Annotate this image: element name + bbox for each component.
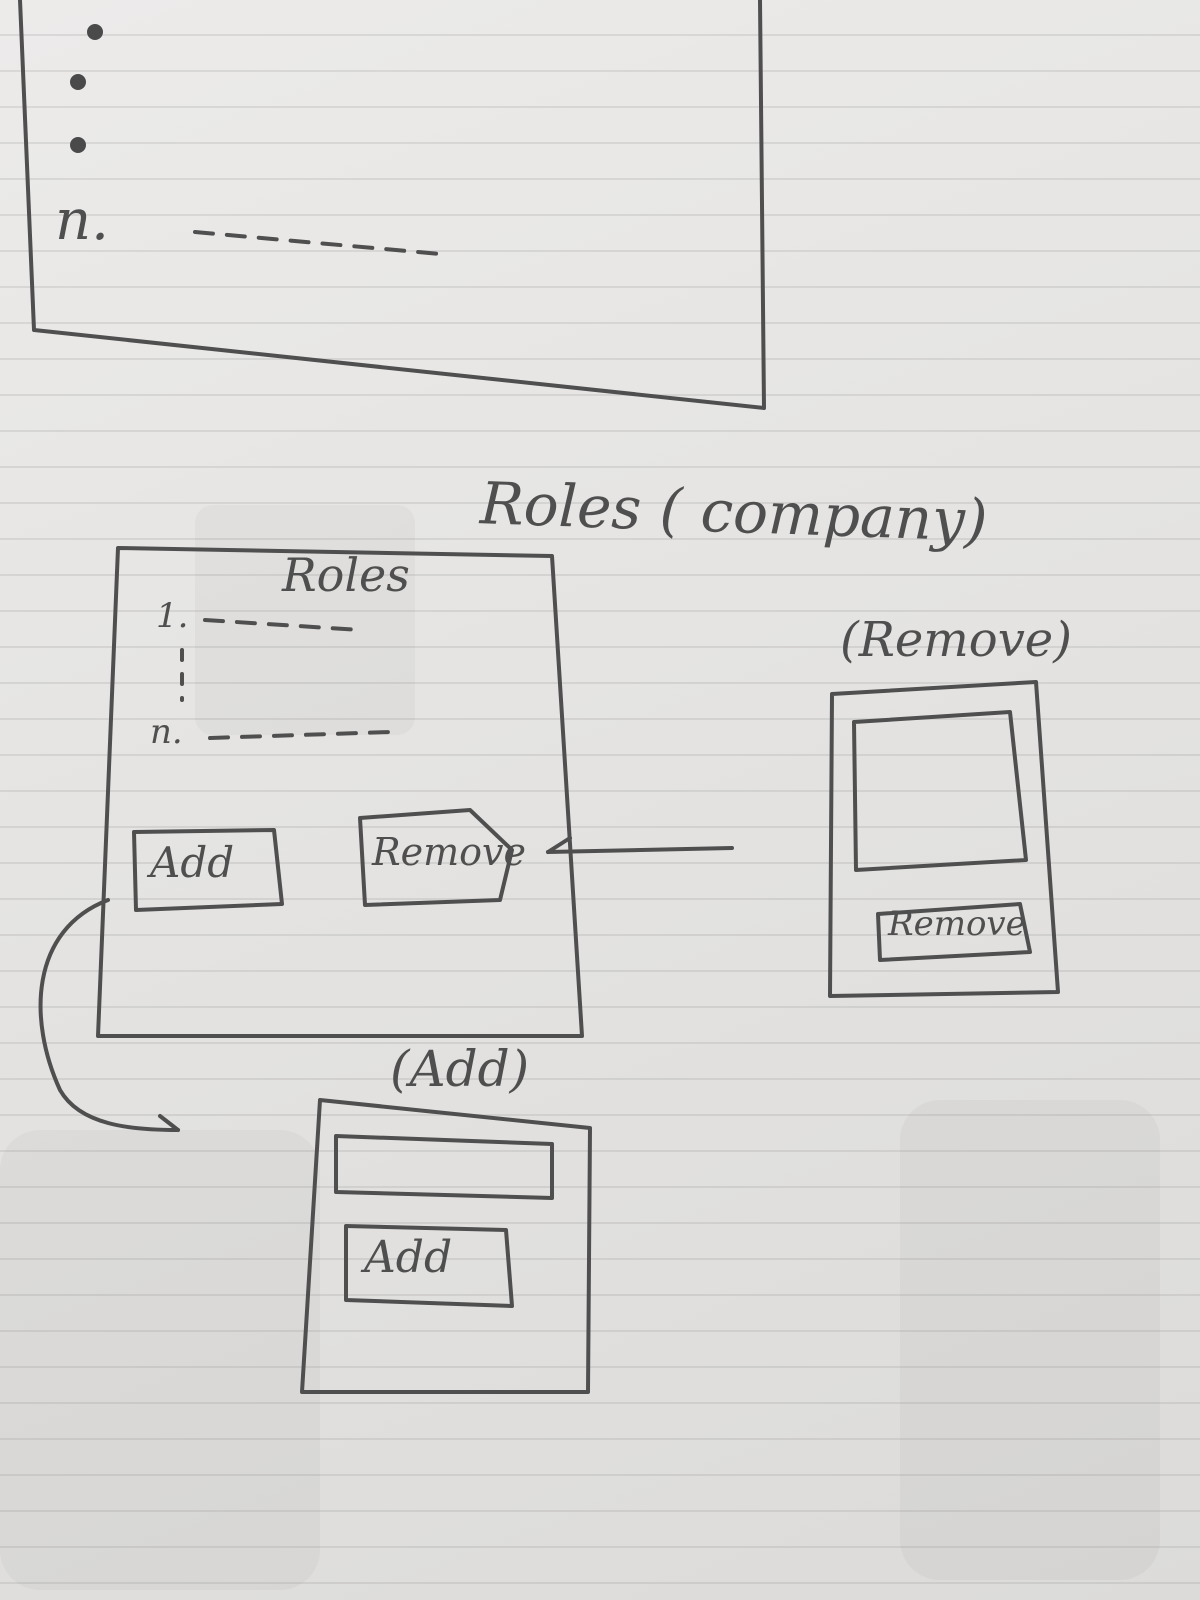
background-show-through xyxy=(900,1100,1160,1580)
remove-dialog-frame xyxy=(828,680,1060,998)
remove-connector-arrow xyxy=(546,836,572,854)
list-dot xyxy=(70,74,86,90)
remove-connector xyxy=(546,846,734,854)
remove-dialog-title: (Remove) xyxy=(840,612,1072,668)
add-dialog-frame xyxy=(300,1098,592,1394)
add-dialog-input[interactable] xyxy=(342,1144,546,1188)
list-dot xyxy=(70,137,86,153)
roles-panel-heading: Roles xyxy=(282,548,410,602)
top-list-frame xyxy=(18,0,766,410)
roles-last-line xyxy=(208,730,392,740)
background-show-through xyxy=(0,1130,320,1590)
roles-first-line xyxy=(203,618,362,632)
remove-button-frame xyxy=(358,808,514,907)
add-connector-arrow xyxy=(158,1114,180,1132)
top-list-last-marker: n. xyxy=(55,188,109,253)
roles-panel-frame xyxy=(96,546,584,1038)
remove-dialog-content xyxy=(862,724,1010,856)
list-dot xyxy=(87,24,103,40)
add-button-frame xyxy=(132,828,284,912)
remove-dialog-content-box xyxy=(852,710,1028,872)
add-dialog-title: (Add) xyxy=(390,1040,530,1098)
add-button[interactable]: Add xyxy=(150,838,235,887)
roles-last-marker: n. xyxy=(150,712,183,752)
add-dialog-button[interactable]: Add xyxy=(364,1232,453,1283)
add-dialog-button-frame xyxy=(344,1224,514,1308)
background-show-through xyxy=(195,505,415,735)
remove-dialog-button-frame xyxy=(876,902,1032,962)
remove-dialog-button[interactable]: Remove xyxy=(888,904,1026,944)
add-dialog-input-frame xyxy=(334,1134,554,1200)
remove-button[interactable]: Remove xyxy=(372,830,526,874)
add-connector xyxy=(38,898,180,1132)
top-list-last-line xyxy=(193,230,442,256)
roles-first-marker: 1. xyxy=(156,596,189,636)
